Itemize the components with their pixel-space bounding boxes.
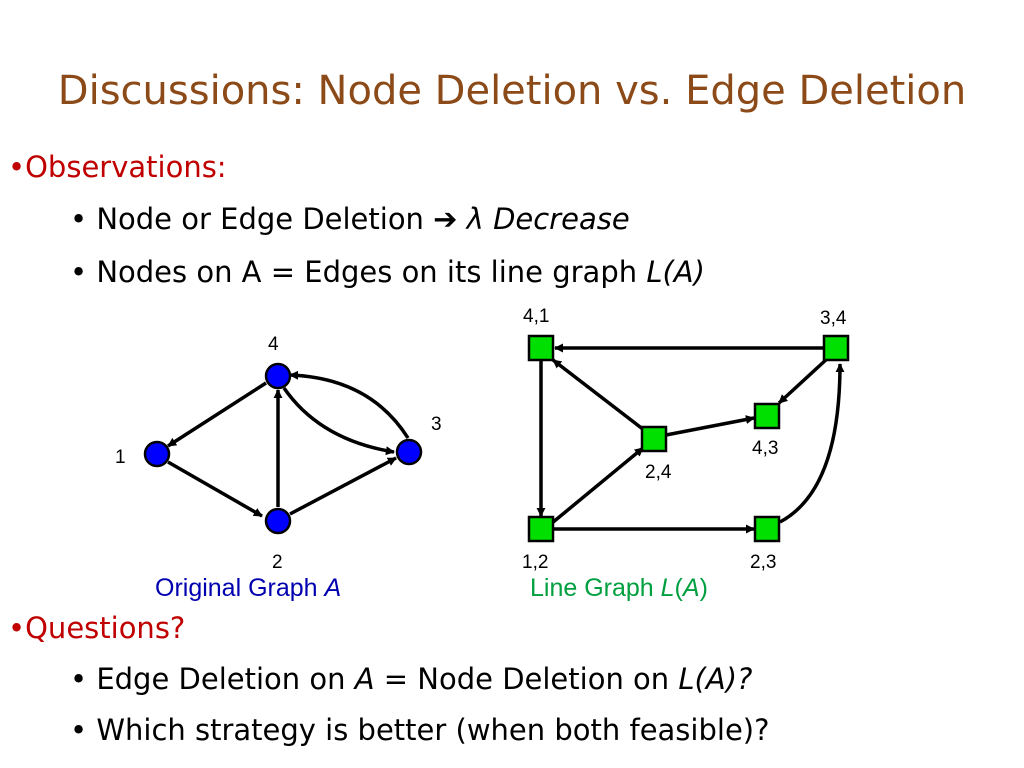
node-label-43: 4,3 bbox=[752, 438, 778, 459]
question-text: Edge Deletion on bbox=[96, 662, 355, 696]
question-item-2: • Which strategy is better (when both fe… bbox=[70, 713, 770, 747]
edge-4-1 bbox=[167, 381, 267, 448]
edge-3-4 bbox=[289, 370, 410, 439]
caption-paren: ) bbox=[699, 574, 708, 602]
observation-item-1: • Node or Edge Deletion ➔ λ Decrease bbox=[70, 202, 630, 236]
caption-paren: ( bbox=[674, 574, 683, 602]
bullet-icon: • bbox=[8, 611, 26, 645]
node-label-41: 4,1 bbox=[523, 306, 549, 327]
bullet-icon: • bbox=[70, 255, 88, 289]
original-graph-edges bbox=[167, 370, 410, 518]
original-graph-caption: Original Graph A bbox=[155, 574, 341, 603]
node-label-2: 2 bbox=[272, 552, 283, 573]
caption-text: Line Graph bbox=[530, 574, 661, 602]
observation-italic: λ Decrease bbox=[457, 202, 630, 236]
node-label-3: 3 bbox=[431, 414, 442, 435]
edge-2-3 bbox=[289, 456, 397, 516]
observation-item-2: • Nodes on A = Edges on its line graph L… bbox=[70, 255, 705, 289]
node-label-1: 1 bbox=[115, 447, 126, 468]
question-italic: L(A)? bbox=[678, 662, 753, 696]
node-label-4: 4 bbox=[268, 334, 279, 355]
node-label-12: 1,2 bbox=[522, 552, 548, 573]
observations-label: Observations: bbox=[25, 150, 227, 184]
edge-4-3 bbox=[282, 387, 395, 456]
edge-34-43 bbox=[777, 356, 830, 405]
caption-italic: A bbox=[682, 574, 700, 602]
bullet-icon: • bbox=[70, 662, 88, 696]
slide-title: Discussions: Node Deletion vs. Edge Dele… bbox=[57, 68, 967, 114]
node-label-34: 3,4 bbox=[820, 308, 847, 329]
questions-label: Questions? bbox=[25, 611, 186, 645]
node-24 bbox=[640, 425, 668, 453]
question-text: Which strategy is better (when both feas… bbox=[96, 713, 770, 747]
observation-text: Nodes on A = Edges on its line graph bbox=[96, 255, 647, 289]
observations-heading: •Observations: bbox=[8, 150, 227, 184]
question-italic: A bbox=[354, 662, 375, 696]
questions-heading: •Questions? bbox=[8, 611, 185, 645]
edge-23-34 bbox=[779, 363, 845, 524]
question-item-1: • Edge Deletion on A = Node Deletion on … bbox=[70, 662, 752, 696]
caption-text: Original Graph bbox=[155, 574, 325, 602]
node-label-24: 2,4 bbox=[645, 462, 672, 483]
caption-italic: A bbox=[324, 574, 342, 602]
line-graph-edges bbox=[536, 343, 845, 534]
node-label-23: 2,3 bbox=[750, 552, 776, 573]
node-12 bbox=[527, 515, 555, 543]
original-graph-nodes bbox=[143, 362, 423, 535]
node-43 bbox=[753, 402, 781, 430]
edge-1-2 bbox=[167, 460, 263, 518]
observation-italic: L(A) bbox=[646, 255, 705, 289]
edge-24-43 bbox=[665, 415, 755, 437]
observation-text: Node or Edge Deletion bbox=[96, 202, 434, 236]
node-41 bbox=[527, 334, 555, 362]
line-graph-caption: Line Graph L(A) bbox=[530, 574, 708, 603]
line-graph-nodes bbox=[527, 334, 850, 543]
bullet-icon: • bbox=[70, 713, 88, 747]
bullet-icon: • bbox=[70, 202, 88, 236]
bullet-icon: • bbox=[8, 150, 26, 184]
node-23 bbox=[753, 515, 781, 543]
arrow-right-icon: ➔ bbox=[433, 202, 458, 236]
question-text: = Node Deletion on bbox=[374, 662, 679, 696]
node-2 bbox=[264, 507, 292, 535]
edge-12-24 bbox=[550, 446, 645, 525]
node-3 bbox=[395, 438, 423, 466]
node-4 bbox=[264, 362, 292, 390]
edge-24-41 bbox=[551, 358, 646, 432]
node-1 bbox=[143, 440, 171, 468]
node-34 bbox=[822, 334, 850, 362]
caption-italic: L bbox=[660, 574, 675, 602]
